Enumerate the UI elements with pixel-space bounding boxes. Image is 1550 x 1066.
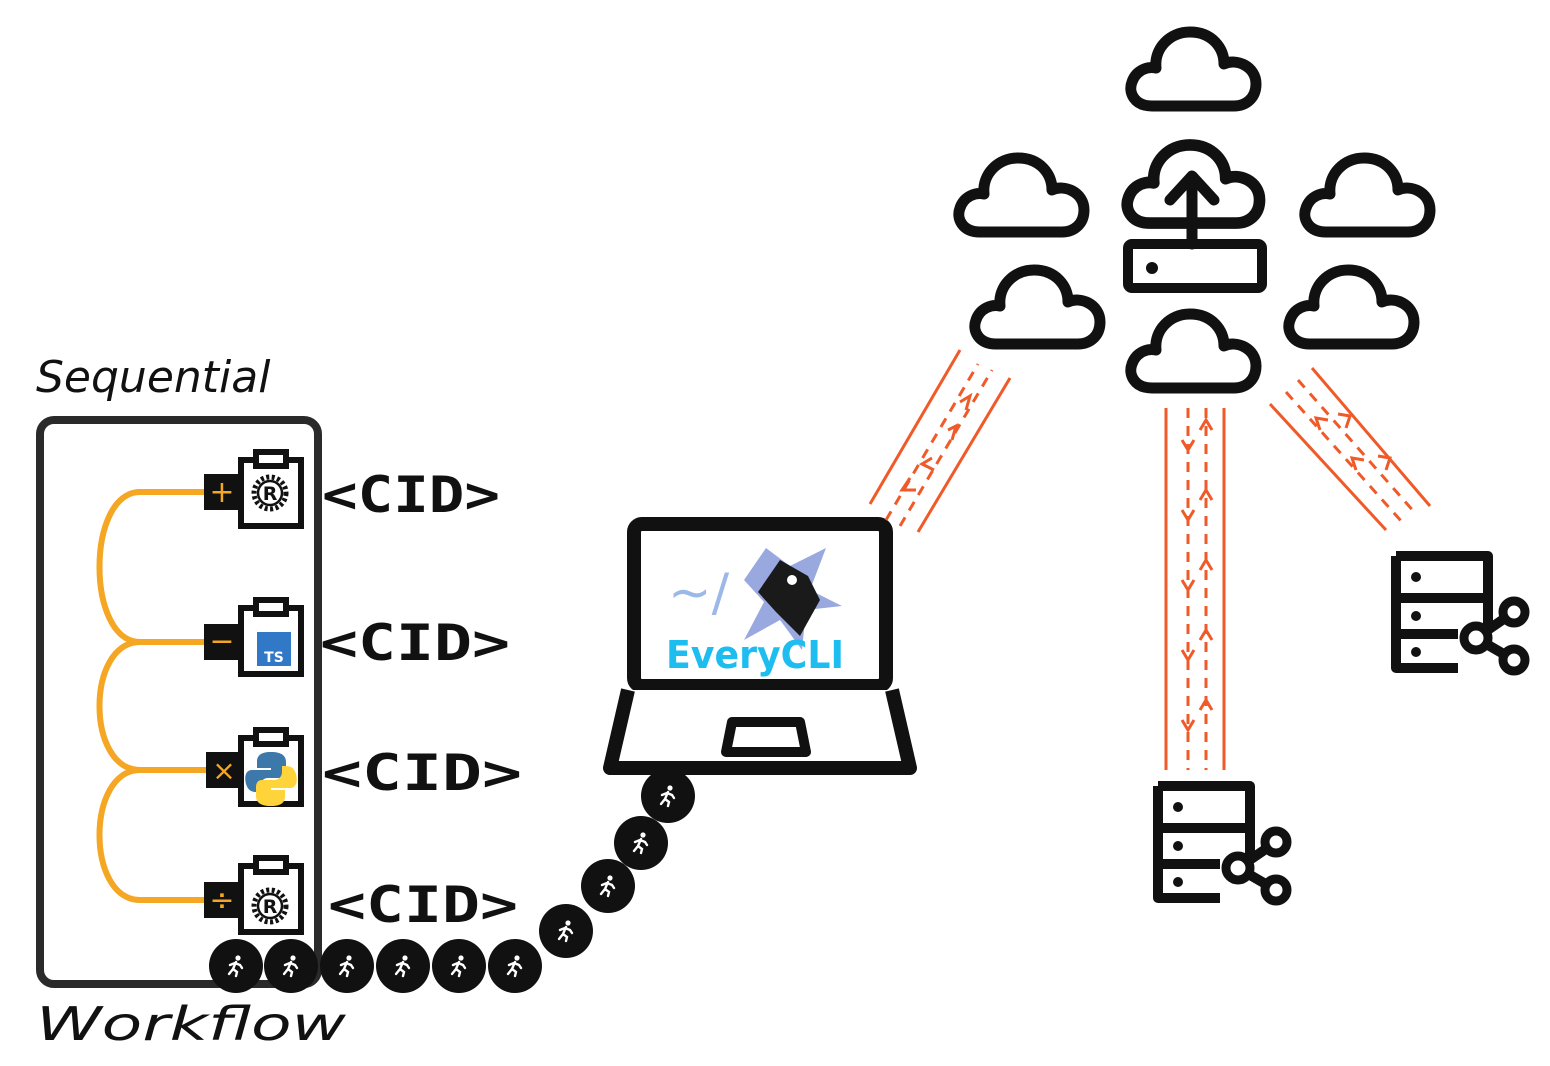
diagram-title-sequential: Sequential bbox=[36, 352, 271, 403]
runner-token bbox=[209, 939, 263, 993]
runner-token bbox=[264, 939, 318, 993]
workflow-step-4: ÷ <CID> bbox=[204, 858, 518, 934]
shell-prompt-label: ~/ bbox=[668, 563, 730, 623]
workflow-step-2: − TS <CID> bbox=[204, 600, 510, 674]
cloud-icon bbox=[1305, 158, 1430, 232]
typescript-logo-icon bbox=[257, 632, 291, 666]
runner-token bbox=[320, 939, 374, 993]
link-cloud-server-right bbox=[1268, 367, 1432, 532]
step-cid-label: <CID> bbox=[322, 744, 522, 802]
workflow-step-1: + <CID> bbox=[204, 452, 500, 526]
step-cid-label: <CID> bbox=[328, 876, 518, 934]
everycli-brand-label: EveryCLI bbox=[666, 633, 844, 677]
runner-token bbox=[488, 939, 542, 993]
diagram-title-workflow: Workflow bbox=[36, 997, 347, 1051]
runner-trail bbox=[209, 701, 713, 993]
server-share-icon bbox=[1396, 556, 1525, 671]
cloud-icon bbox=[975, 270, 1100, 344]
python-logo-icon bbox=[245, 752, 297, 806]
link-cloud-server-center bbox=[1164, 408, 1226, 770]
workflow-box bbox=[36, 416, 322, 988]
step-cid-label: <CID> bbox=[322, 466, 500, 524]
workflow-step-3: × <CID> bbox=[206, 730, 522, 806]
cloud-icon bbox=[959, 158, 1084, 232]
runner-token bbox=[376, 939, 430, 993]
operator-minus-icon: − bbox=[209, 624, 234, 659]
runner-token bbox=[432, 939, 486, 993]
cloud-icon bbox=[1131, 32, 1256, 106]
step-cid-label: <CID> bbox=[320, 614, 510, 672]
link-laptop-cloud bbox=[868, 349, 1012, 533]
cloud-upload-icon bbox=[1127, 145, 1267, 293]
everycli-screen: ~/ EveryCLI bbox=[666, 548, 844, 677]
runner-token bbox=[641, 769, 695, 823]
runner-token bbox=[614, 816, 668, 870]
operator-times-icon: × bbox=[212, 754, 235, 787]
runner-token bbox=[581, 859, 635, 913]
operator-divide-icon: ÷ bbox=[209, 883, 234, 918]
runner-token bbox=[539, 904, 593, 958]
cloud-icon bbox=[1289, 270, 1414, 344]
server-share-icon bbox=[1158, 786, 1287, 901]
cloud-icon bbox=[1131, 314, 1256, 388]
pipe-connector bbox=[96, 489, 206, 903]
operator-plus-icon: + bbox=[209, 475, 234, 510]
typescript-logo-label: TS bbox=[264, 650, 284, 666]
